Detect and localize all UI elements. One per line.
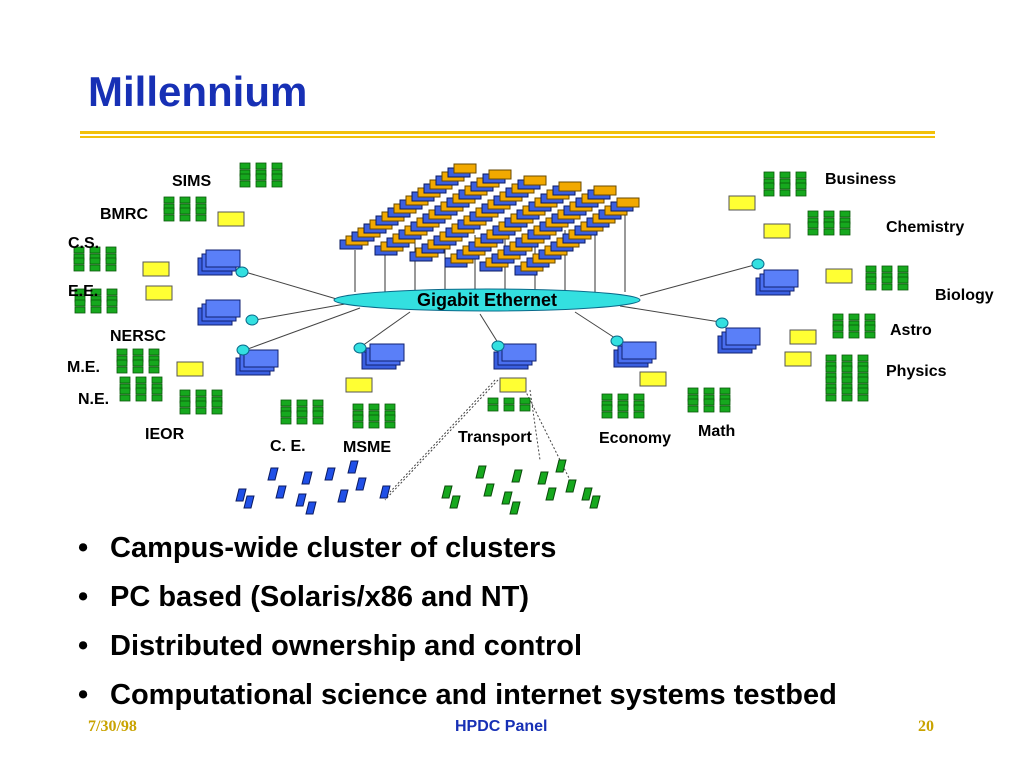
slide-title: Millennium xyxy=(88,68,308,115)
label-msme: MSME xyxy=(343,439,391,456)
label-ieor: IEOR xyxy=(145,426,185,443)
label-ne: N.E. xyxy=(78,391,109,408)
mobile-devices-green xyxy=(441,459,601,515)
bullet-item: • PC based (Solaris/x86 and NT) xyxy=(78,577,837,626)
backbone-label: Gigabit Ethernet xyxy=(417,290,557,310)
title-rule-bottom xyxy=(80,136,935,138)
title-rule-top xyxy=(80,131,935,134)
label-physics: Physics xyxy=(886,363,947,380)
label-biology: Biology xyxy=(935,287,994,304)
bullet-item: • Computational science and internet syst… xyxy=(78,675,837,724)
gigabit-ethernet-backbone xyxy=(333,288,641,312)
bullet-dot-icon: • xyxy=(78,532,89,564)
footer-page-number: 20 xyxy=(918,718,934,735)
label-business: Business xyxy=(825,171,896,188)
network-diagram: Gigabit Ethernet xyxy=(67,0,994,515)
bullet-dot-icon: • xyxy=(78,679,89,711)
bullet-text: Campus-wide cluster of clusters xyxy=(110,532,557,564)
label-sims: SIMS xyxy=(172,173,211,190)
label-economy: Economy xyxy=(599,430,671,447)
bullet-item: • Campus-wide cluster of clusters xyxy=(78,528,837,577)
label-math: Math xyxy=(698,423,735,440)
mobile-devices-blue xyxy=(235,460,391,515)
label-chemistry: Chemistry xyxy=(886,219,964,236)
label-me: M.E. xyxy=(67,359,100,376)
bullet-dot-icon: • xyxy=(78,581,89,613)
label-cs: C.S. xyxy=(68,235,99,252)
label-ee: E.E. xyxy=(68,283,98,300)
label-astro: Astro xyxy=(890,322,932,339)
bullet-text: PC based (Solaris/x86 and NT) xyxy=(110,581,530,613)
bullet-list: • Campus-wide cluster of clusters • PC bas… xyxy=(78,528,837,724)
bullet-text: Computational science and internet syste… xyxy=(110,679,837,711)
footer-title: HPDC Panel xyxy=(455,718,548,735)
bullet-text: Distributed ownership and control xyxy=(110,630,583,662)
bullet-dot-icon: • xyxy=(78,630,89,662)
bullet-item: • Distributed ownership and control xyxy=(78,626,837,675)
footer-date: 7/30/98 xyxy=(88,718,137,735)
label-nersc: NERSC xyxy=(110,328,166,345)
label-bmrc: BMRC xyxy=(100,206,148,223)
label-ce: C. E. xyxy=(270,438,306,455)
label-transport: Transport xyxy=(458,429,532,446)
sub-clusters xyxy=(197,249,799,376)
network-links xyxy=(244,263,759,501)
